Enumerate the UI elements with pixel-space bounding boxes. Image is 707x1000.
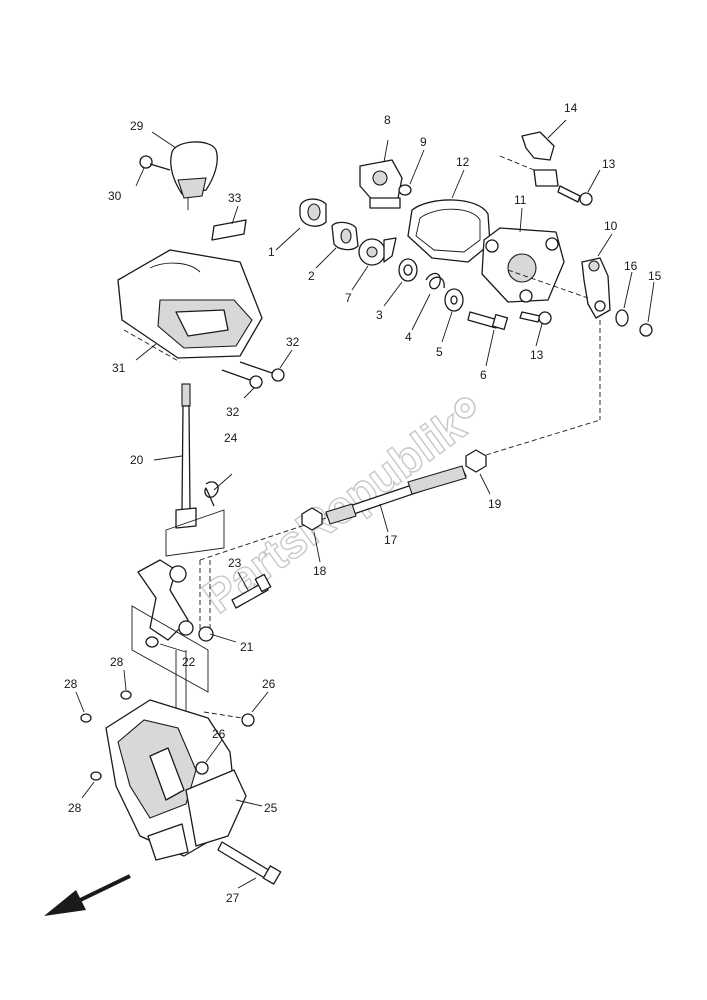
callout-23: 23 bbox=[228, 556, 242, 570]
callout-26-lower: 26 bbox=[212, 727, 226, 741]
callout-28-left: 28 bbox=[64, 677, 78, 691]
callout-14: 14 bbox=[564, 101, 578, 115]
callout-25: 25 bbox=[264, 801, 278, 815]
callout-30: 30 bbox=[108, 189, 122, 203]
o-ring-9 bbox=[398, 184, 412, 196]
knob-screw bbox=[139, 155, 171, 171]
washer-3 bbox=[398, 258, 418, 282]
callout-11: 11 bbox=[514, 193, 527, 207]
callout-4: 4 bbox=[405, 330, 412, 344]
cover-bolt-lower bbox=[221, 369, 263, 389]
callout-26-upper: 26 bbox=[262, 677, 276, 691]
callout-29: 29 bbox=[130, 119, 144, 133]
washer-16 bbox=[615, 309, 629, 327]
bracket-bolt-upper bbox=[203, 711, 255, 727]
nut-18 bbox=[301, 507, 323, 531]
front-direction-arrow-icon bbox=[44, 874, 131, 916]
callout-10: 10 bbox=[604, 219, 618, 233]
callout-32-upper: 32 bbox=[286, 335, 300, 349]
gear-logo-icon bbox=[454, 397, 476, 419]
ref-box-24 bbox=[165, 509, 225, 557]
callout-1: 1 bbox=[268, 245, 275, 259]
leader-lines bbox=[75, 119, 655, 889]
bolt-13-lower bbox=[519, 311, 552, 325]
callout-7: 7 bbox=[345, 291, 352, 305]
washer-28-bottom bbox=[90, 771, 102, 781]
callout-16: 16 bbox=[624, 259, 638, 273]
callout-33: 33 bbox=[228, 191, 242, 205]
washer-28-top bbox=[120, 690, 132, 700]
callout-19: 19 bbox=[488, 497, 502, 511]
sprocket-7 bbox=[358, 237, 397, 266]
callout-13-lower: 13 bbox=[530, 348, 544, 362]
bracket-14 bbox=[499, 131, 559, 187]
callout-13-upper: 13 bbox=[602, 157, 616, 171]
washer-22 bbox=[145, 636, 159, 648]
callout-15: 15 bbox=[648, 269, 662, 283]
cam-plate-1 bbox=[299, 198, 327, 227]
bracket-bolt-lower bbox=[195, 761, 209, 775]
callout-18: 18 bbox=[313, 564, 327, 578]
callout-labels: 1 2 3 4 5 6 7 8 9 10 11 12 13 13 14 15 1… bbox=[64, 101, 662, 905]
nut-19 bbox=[465, 419, 601, 473]
callout-28-top: 28 bbox=[110, 655, 124, 669]
shift-shaft bbox=[199, 465, 467, 561]
lever-10 bbox=[507, 257, 611, 319]
bolt-15 bbox=[639, 323, 653, 337]
callout-8: 8 bbox=[384, 113, 391, 127]
spring-4 bbox=[425, 272, 445, 290]
decal-sticker bbox=[211, 219, 247, 241]
callout-6: 6 bbox=[480, 368, 487, 382]
callout-28-bottom: 28 bbox=[68, 801, 82, 815]
callout-17: 17 bbox=[384, 533, 398, 547]
sensor-8 bbox=[359, 159, 403, 209]
gasket-12 bbox=[407, 199, 491, 263]
callout-2: 2 bbox=[308, 269, 315, 283]
callout-32-lower: 32 bbox=[226, 405, 240, 419]
shift-knob bbox=[170, 141, 218, 210]
callout-5: 5 bbox=[436, 345, 443, 359]
callout-22: 22 bbox=[182, 655, 196, 669]
callout-20: 20 bbox=[130, 453, 144, 467]
collar-2 bbox=[331, 221, 359, 251]
shift-arm-bracket bbox=[137, 559, 214, 642]
callout-21: 21 bbox=[240, 640, 254, 654]
callout-24: 24 bbox=[224, 431, 238, 445]
cover-bolt-upper bbox=[239, 361, 285, 382]
callout-12: 12 bbox=[456, 155, 470, 169]
washer-28-left bbox=[80, 713, 92, 723]
shift-lever-rod bbox=[175, 383, 197, 529]
callout-3: 3 bbox=[376, 308, 383, 322]
long-bolt bbox=[217, 841, 282, 885]
ref-box-22 bbox=[131, 605, 209, 693]
torsion-spring-upper bbox=[204, 481, 219, 507]
washer-5 bbox=[444, 288, 464, 312]
mounting-bracket bbox=[105, 699, 247, 861]
callout-31: 31 bbox=[112, 361, 126, 375]
pivot-bolt bbox=[231, 573, 272, 609]
callout-9: 9 bbox=[420, 135, 427, 149]
bolt-13-upper bbox=[557, 185, 593, 206]
bolt-6 bbox=[467, 311, 509, 331]
housing-11 bbox=[481, 227, 565, 303]
shift-cover bbox=[117, 249, 263, 363]
callout-27: 27 bbox=[226, 891, 240, 905]
